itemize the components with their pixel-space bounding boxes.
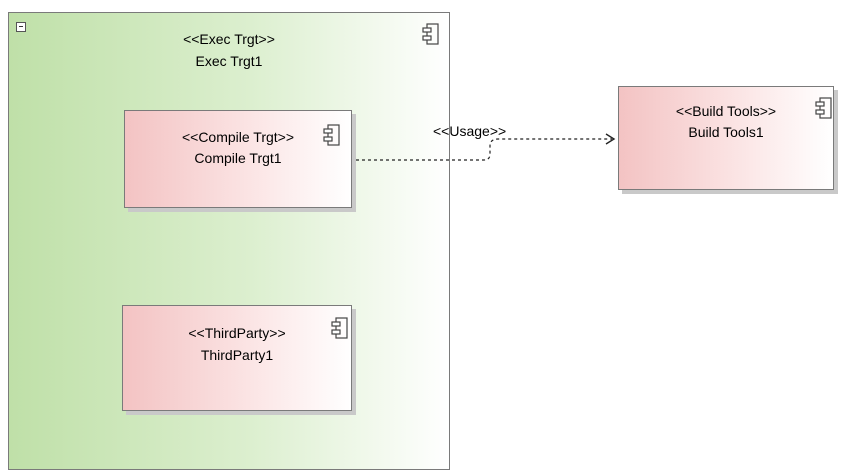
usage-arrowhead-icon xyxy=(605,133,616,145)
compile-target-stereotype: <<Compile Trgt>> xyxy=(181,129,295,145)
build-tools-name: Build Tools1 xyxy=(688,124,764,140)
build-tools-stereotype: <<Build Tools>> xyxy=(675,103,777,119)
third-party-node[interactable]: <<ThirdParty>> ThirdParty1 xyxy=(122,305,352,411)
compile-target-name: Compile Trgt1 xyxy=(194,150,282,166)
build-tools-node[interactable]: <<Build Tools>> Build Tools1 xyxy=(618,86,834,190)
usage-connector-line xyxy=(356,138,612,161)
component-icon xyxy=(323,124,340,146)
third-party-name: ThirdParty1 xyxy=(200,347,274,363)
exec-target-name: Exec Trgt1 xyxy=(195,53,263,69)
component-icon xyxy=(331,317,348,339)
third-party-stereotype: <<ThirdParty>> xyxy=(188,325,286,341)
component-icon xyxy=(422,23,439,45)
exec-target-stereotype: <<Exec Trgt>> xyxy=(183,31,275,47)
component-icon xyxy=(815,97,832,119)
compile-target-node[interactable]: <<Compile Trgt>> Compile Trgt1 xyxy=(124,110,352,208)
collapse-icon[interactable] xyxy=(16,22,26,32)
usage-label: <<Usage>> xyxy=(433,123,507,139)
